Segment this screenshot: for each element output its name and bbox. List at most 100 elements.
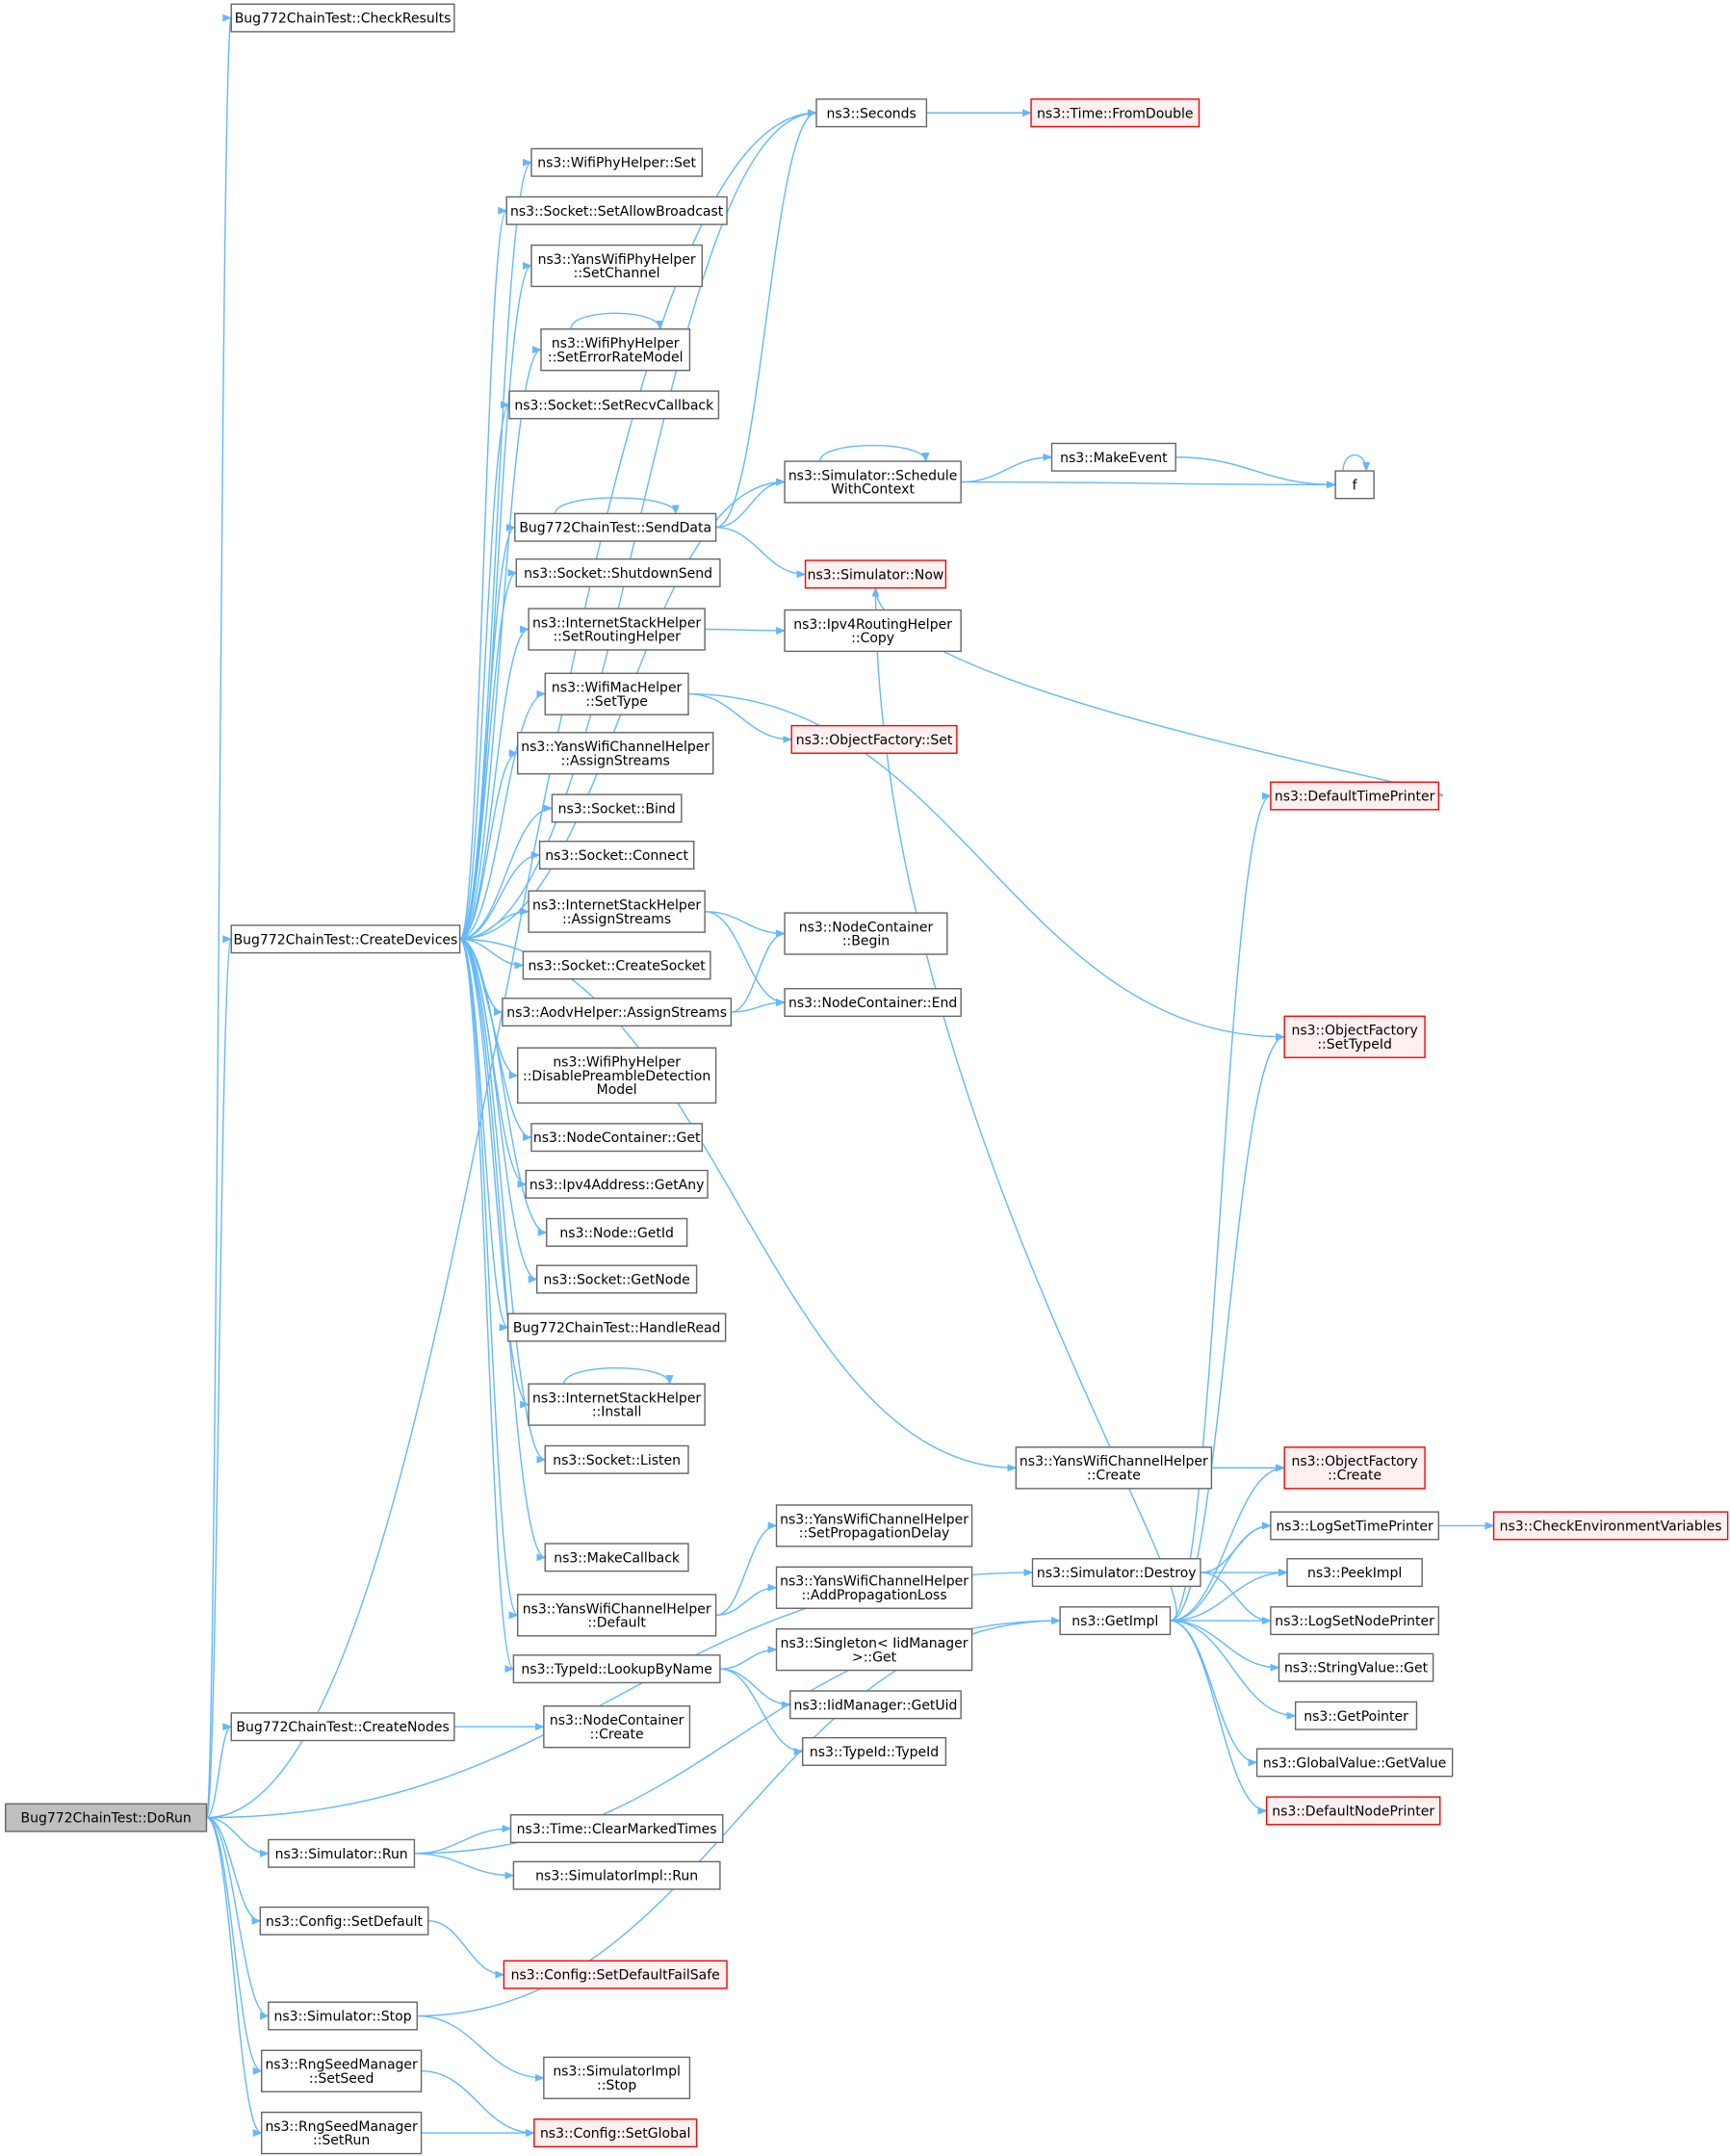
- node-y-w-c-h-assign[interactable]: ns3::YansWifiChannelHelper::AssignStream…: [516, 732, 714, 775]
- call-edge: [1175, 456, 1337, 489]
- node-lookup-by-name[interactable]: ns3::TypeId::LookupByName: [512, 1654, 721, 1684]
- node-peek-impl[interactable]: ns3::PeekImpl: [1286, 1558, 1423, 1588]
- node-sim-impl-stop[interactable]: ns3::SimulatorImpl::Stop: [543, 2056, 691, 2100]
- node-connect[interactable]: ns3::Socket::Connect: [538, 841, 695, 870]
- node-type-id-type-id[interactable]: ns3::TypeId::TypeId: [801, 1736, 947, 1766]
- node-n-c-get[interactable]: ns3::NodeContainer::Get: [530, 1123, 703, 1153]
- node-g-v-get-value[interactable]: ns3::GlobalValue::GetValue: [1255, 1748, 1454, 1778]
- node-aodv-assign[interactable]: ns3::AodvHelper::AssignStreams: [502, 998, 733, 1027]
- node-set-recv-callback[interactable]: ns3::Socket::SetRecvCallback: [508, 390, 720, 420]
- node-sim-run[interactable]: ns3::Simulator::Run: [268, 1838, 416, 1868]
- node-set-routing-helper[interactable]: ns3::InternetStackHelper::SetRoutingHelp…: [528, 608, 706, 651]
- call-edge: [459, 938, 547, 1562]
- node-box: [261, 2049, 423, 2092]
- node-singleton-get[interactable]: ns3::Singleton< IidManager>::Get: [775, 1627, 973, 1672]
- node-label: ::SetType: [585, 694, 648, 710]
- node-shutdown-send[interactable]: ns3::Socket::ShutdownSend: [515, 558, 721, 587]
- node-make-event[interactable]: ns3::MakeEvent: [1050, 442, 1176, 472]
- node-label: ::Default: [587, 1616, 646, 1631]
- node-box: [1015, 1446, 1213, 1490]
- node-o-f-create[interactable]: ns3::ObjectFactory::Create: [1283, 1446, 1426, 1490]
- node-y-w-c-h-default[interactable]: ns3::YansWifiChannelHelper::Default: [516, 1594, 717, 1637]
- node-o-f-set-type-id[interactable]: ns3::ObjectFactory::SetTypeId: [1283, 1015, 1426, 1058]
- node-label: ns3::LogSetTimePrinter: [1276, 1519, 1433, 1534]
- node-label: ::DisablePreambleDetection: [523, 1069, 710, 1084]
- node-f[interactable]: f: [1334, 470, 1375, 500]
- call-edge: [414, 1853, 515, 1880]
- node-y-w-p-h-set-channel[interactable]: ns3::YansWifiPhyHelper::SetChannel: [530, 244, 703, 288]
- node-seconds[interactable]: ns3::Seconds: [815, 98, 928, 128]
- node-label: ::Create: [1328, 1468, 1381, 1484]
- node-i-s-h-assign[interactable]: ns3::InternetStackHelper::AssignStreams: [528, 890, 706, 933]
- node-ipv4-copy[interactable]: ns3::Ipv4RoutingHelper::Copy: [784, 609, 962, 653]
- node-add-prop-loss[interactable]: ns3::YansWifiChannelHelper::AddPropagati…: [775, 1566, 973, 1609]
- node-make-callback[interactable]: ns3::MakeCallback: [544, 1543, 689, 1572]
- node-box: [1294, 1701, 1418, 1730]
- node-get-uid[interactable]: ns3::IidManager::GetUid: [789, 1690, 962, 1720]
- node-get-id[interactable]: ns3::Node::GetId: [546, 1217, 688, 1247]
- node-i-s-h-install[interactable]: ns3::InternetStackHelper::Install: [528, 1383, 706, 1426]
- node-set-global[interactable]: ns3::Config::SetGlobal: [533, 2118, 698, 2148]
- node-set-prop-delay[interactable]: ns3::YansWifiChannelHelper::SetPropagati…: [775, 1504, 973, 1547]
- node-label: ::AssignStreams: [562, 912, 671, 927]
- node-create-devices[interactable]: Bug772ChainTest::CreateDevices: [230, 924, 461, 954]
- node-box: [1334, 470, 1375, 500]
- node-box: [1286, 1558, 1423, 1588]
- node-n-c-end[interactable]: ns3::NodeContainer::End: [784, 988, 962, 1018]
- node-set-seed[interactable]: ns3::RngSeedManager::SetSeed: [261, 2049, 423, 2092]
- node-do-run[interactable]: Bug772ChainTest::DoRun: [5, 1803, 208, 1832]
- node-get-node[interactable]: ns3::Socket::GetNode: [536, 1264, 698, 1294]
- node-handle-read[interactable]: Bug772ChainTest::HandleRead: [506, 1312, 727, 1342]
- node-get-any[interactable]: ns3::Ipv4Address::GetAny: [525, 1169, 709, 1199]
- node-log-set-time-printer[interactable]: ns3::LogSetTimePrinter: [1270, 1511, 1440, 1541]
- node-label: ns3::InternetStackHelper: [532, 1390, 701, 1406]
- node-box: [775, 1504, 973, 1547]
- node-label: ns3::WifiPhyHelper: [552, 336, 680, 351]
- node-w-m-h-set-type[interactable]: ns3::WifiMacHelper::SetType: [544, 672, 689, 715]
- node-y-w-c-h-create[interactable]: ns3::YansWifiChannelHelper::Create: [1015, 1446, 1213, 1490]
- node-from-double[interactable]: ns3::Time::FromDouble: [1030, 98, 1201, 128]
- node-create-socket[interactable]: ns3::Socket::CreateSocket: [522, 950, 711, 980]
- node-set-run[interactable]: ns3::RngSeedManager::SetRun: [261, 2111, 423, 2155]
- node-box: [1270, 781, 1440, 811]
- node-default-time-printer[interactable]: ns3::DefaultTimePrinter: [1270, 781, 1440, 811]
- node-get-impl[interactable]: ns3::GetImpl: [1059, 1606, 1172, 1636]
- node-box: [801, 1736, 947, 1766]
- node-check-results[interactable]: Bug772ChainTest::CheckResults: [230, 3, 455, 33]
- call-edge: [1170, 1620, 1268, 1815]
- node-clear-marked-times[interactable]: ns3::Time::ClearMarkedTimes: [509, 1814, 724, 1844]
- node-check-env[interactable]: ns3::CheckEnvironmentVariables: [1492, 1511, 1729, 1541]
- node-set-error-rate-model[interactable]: ns3::WifiPhyHelper::SetErrorRateModel: [540, 328, 691, 372]
- call-edge: [719, 1646, 778, 1670]
- node-log-set-node-printer[interactable]: ns3::LogSetNodePrinter: [1270, 1606, 1440, 1636]
- node-w-p-h-set[interactable]: ns3::WifiPhyHelper::Set: [530, 147, 703, 177]
- node-label: ns3::AodvHelper::AssignStreams: [506, 1005, 727, 1021]
- node-n-c-begin[interactable]: ns3::NodeContainer::Begin: [784, 912, 948, 955]
- node-get-pointer[interactable]: ns3::GetPointer: [1294, 1701, 1418, 1730]
- node-box: [1270, 1606, 1440, 1636]
- node-create-nodes[interactable]: Bug772ChainTest::CreateNodes: [230, 1712, 455, 1742]
- node-label: ns3::Simulator::Destroy: [1037, 1566, 1197, 1581]
- node-box: [544, 1543, 689, 1572]
- node-config-set-default[interactable]: ns3::Config::SetDefault: [259, 1906, 429, 1935]
- node-set-allow-broadcast[interactable]: ns3::Socket::SetAllowBroadcast: [505, 195, 728, 225]
- node-o-f-set[interactable]: ns3::ObjectFactory::Set: [790, 724, 958, 754]
- node-listen[interactable]: ns3::Socket::Listen: [544, 1444, 689, 1474]
- node-set-default-fail-safe[interactable]: ns3::Config::SetDefaultFailSafe: [503, 1960, 728, 1989]
- node-disable-preamble[interactable]: ns3::WifiPhyHelper::DisablePreambleDetec…: [516, 1047, 717, 1104]
- node-now[interactable]: ns3::Simulator::Now: [804, 559, 947, 589]
- call-edge: [205, 935, 233, 1819]
- node-label: ns3::MakeEvent: [1060, 451, 1168, 466]
- node-sim-destroy[interactable]: ns3::Simulator::Destroy: [1031, 1558, 1201, 1588]
- node-label: ns3::Socket::Listen: [553, 1453, 681, 1468]
- node-sim-stop[interactable]: ns3::Simulator::Stop: [268, 2001, 418, 2031]
- node-n-c-create[interactable]: ns3::NodeContainer::Create: [543, 1705, 691, 1749]
- node-send-data[interactable]: Bug772ChainTest::SendData: [514, 512, 717, 542]
- node-string-value-get[interactable]: ns3::StringValue::Get: [1278, 1652, 1434, 1682]
- node-default-node-printer[interactable]: ns3::DefaultNodePrinter: [1265, 1796, 1441, 1826]
- node-label: ns3::Singleton< IidManager: [781, 1636, 968, 1651]
- node-bind[interactable]: ns3::Socket::Bind: [551, 793, 683, 823]
- call-edge: [459, 907, 530, 940]
- node-sim-impl-run[interactable]: ns3::SimulatorImpl::Run: [512, 1860, 721, 1890]
